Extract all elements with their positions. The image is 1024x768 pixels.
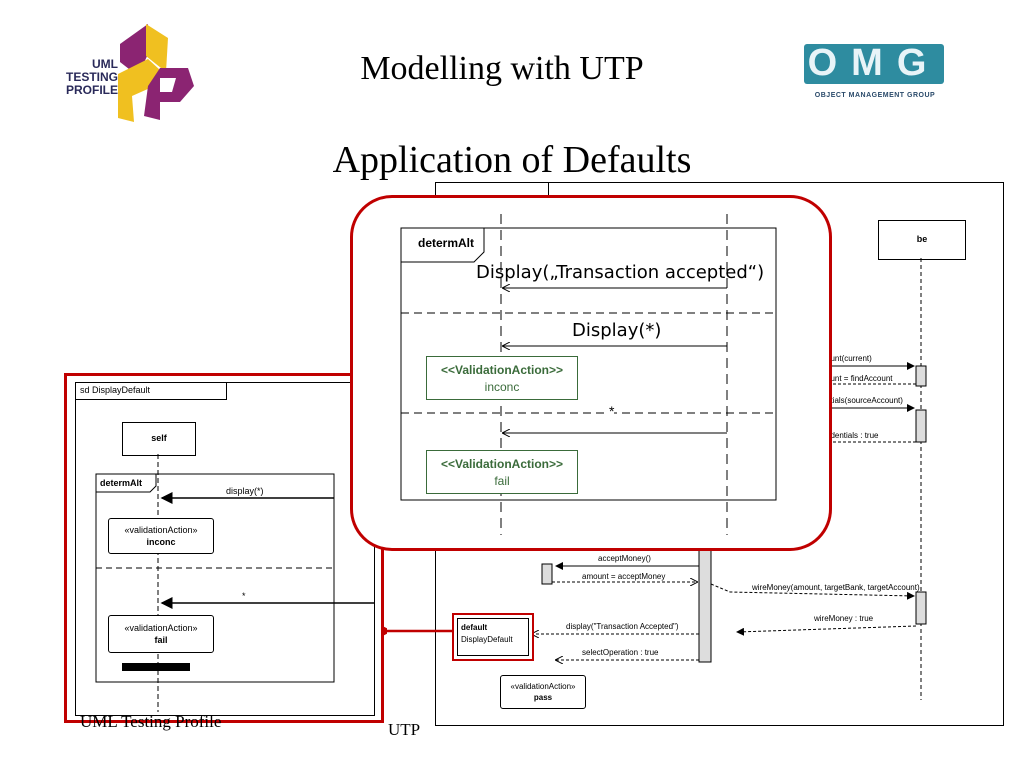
message-label: amount = acceptMoney — [582, 572, 666, 581]
message-label: wireMoney : true — [814, 614, 874, 623]
omg-logo-subtitle: OBJECT MANAGEMENT GROUP — [814, 92, 936, 99]
lifeline-self-label: self — [151, 433, 167, 443]
activation-bar — [915, 409, 927, 443]
left-validation-action-inconc: «validationAction» inconc — [108, 518, 214, 554]
zoom-action-stereotype: <<ValidationAction>> — [440, 363, 564, 377]
left-action-name: fail — [154, 635, 168, 645]
slide-title: Modelling with UTP — [360, 50, 644, 87]
footer-center: UTP — [388, 720, 421, 739]
left-frame: sd DisplayDefault — [75, 382, 375, 716]
message-label: ntials(sourceAccount) — [826, 396, 903, 405]
zoom-message-1-label: Display(„Transaction accepted“) — [476, 262, 765, 283]
footer-left: UML Testing Profile — [80, 712, 222, 731]
default-note: default DisplayDefault — [452, 613, 534, 661]
pass-validation-action: «validationAction» pass — [500, 675, 586, 709]
zoom-action-name: fail — [494, 474, 510, 488]
left-action-stereotype: «validationAction» — [124, 525, 198, 535]
left-action-name: inconc — [146, 537, 176, 547]
lifeline-be: be — [878, 220, 966, 260]
message-label: wireMoney(amount, targetBank, targetAcco… — [752, 583, 920, 592]
activation-bar — [915, 591, 927, 625]
pass-action-stereotype: «validationAction» — [510, 682, 576, 691]
utp-logo-line: PROFILE — [65, 83, 118, 97]
message-arrow — [710, 583, 915, 600]
utp-logo-graphic — [118, 24, 194, 122]
message-label: ount(current) — [826, 354, 872, 363]
left-message-display-label: display(*) — [226, 486, 264, 496]
message-label: selectOperation : true — [582, 648, 659, 657]
activation-bar — [915, 365, 927, 387]
lifeline-self: self — [122, 422, 196, 456]
utp-logo-line: TESTING — [65, 70, 118, 84]
left-stop-bar — [122, 663, 190, 671]
omg-logo: OMG OBJECT MANAGEMENT GROUP — [800, 40, 950, 110]
zoom-fragment-label: determAlt — [418, 236, 475, 250]
left-validation-action-fail: «validationAction» fail — [108, 615, 214, 653]
zoom-action-name: inconc — [484, 380, 520, 394]
utp-logo: UML TESTING PROFILE — [48, 14, 208, 124]
zoom-message-3-label: * — [609, 403, 615, 419]
left-frame-tab: sd DisplayDefault — [76, 383, 227, 400]
zoom-validation-action-inconc: <<ValidationAction>> inconc — [426, 356, 578, 400]
message-label: ount = findAccount — [826, 374, 893, 383]
zoom-validation-action-fail: <<ValidationAction>> fail — [426, 450, 578, 494]
left-frame-label: sd DisplayDefault — [80, 385, 151, 395]
left-fragment-label: determAlt — [100, 478, 143, 488]
message-label: acceptMoney() — [598, 554, 651, 563]
utp-logo-line: UML — [92, 57, 118, 71]
zoom-alt-fragment — [400, 227, 777, 501]
default-note-name: DisplayDefault — [461, 635, 513, 644]
zoom-alt-fragment-tab — [401, 228, 485, 263]
lifeline-be-label: be — [916, 234, 928, 244]
message-label: display("Transaction Accepted") — [566, 622, 679, 631]
left-message-star-label: * — [242, 591, 246, 601]
slide-subtitle: Application of Defaults — [332, 139, 692, 181]
activation-bar — [541, 563, 553, 585]
left-alt-fragment-tab — [96, 474, 157, 493]
left-alt-fragment — [95, 473, 335, 683]
default-note-keyword: default — [461, 623, 488, 632]
message-label: edentials : true — [826, 431, 879, 440]
zoom-message-2-label: Display(*) — [572, 320, 662, 341]
pass-action-name: pass — [533, 693, 553, 702]
left-action-stereotype: «validationAction» — [124, 623, 198, 633]
zoom-action-stereotype: <<ValidationAction>> — [440, 457, 564, 471]
omg-logo-letters: OMG — [807, 42, 941, 84]
